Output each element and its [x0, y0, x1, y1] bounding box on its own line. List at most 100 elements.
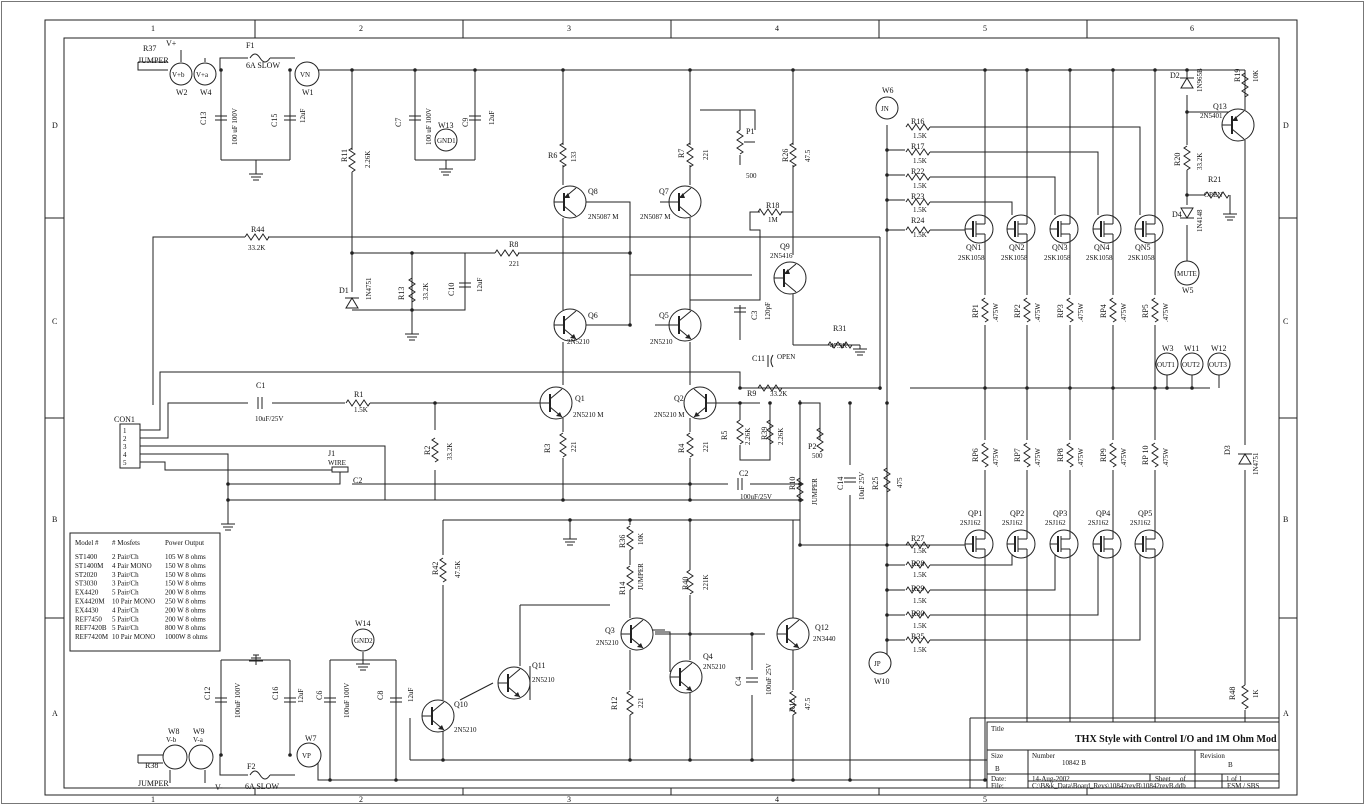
transistor-q5: Q5 2N5210 [650, 308, 702, 346]
svg-text:QP1: QP1 [968, 509, 982, 518]
terminal-w3-out1[interactable]: OUT1 W3 [1155, 344, 1179, 376]
row-label-b-right: B [1283, 515, 1288, 524]
svg-text:V-: V- [215, 783, 223, 792]
mosfet-qn4: QN4 2SK1058 [1086, 214, 1122, 262]
terminal-w14-gnd2[interactable]: GND2 W14 [351, 619, 375, 652]
svg-text:R30: R30 [911, 609, 924, 618]
terminal-w4[interactable]: V+a W4 [193, 62, 217, 97]
resistor-r13: R13 33.2K [397, 277, 430, 303]
svg-text:R35: R35 [911, 632, 924, 641]
svg-text:2SJ162: 2SJ162 [1130, 519, 1151, 527]
row-label-c: C [52, 317, 57, 326]
svg-text:R2: R2 [423, 446, 432, 455]
table-cell: 150 W 8 ohms [165, 562, 206, 570]
svg-text:QN4: QN4 [1094, 243, 1110, 252]
svg-text:W10: W10 [874, 677, 890, 686]
svg-text:V+b: V+b [172, 71, 185, 79]
table-cell: 2 Pair/Ch [112, 553, 139, 561]
table-cell: REF7420B [75, 624, 107, 632]
transistor-q6: Q6 2N5210 [553, 308, 598, 346]
svg-text:JUMPER: JUMPER [138, 56, 169, 65]
svg-text:V+: V+ [166, 39, 177, 48]
svg-text:2N5210: 2N5210 [703, 663, 726, 671]
svg-text:2SJ162: 2SJ162 [1088, 519, 1109, 527]
col-label-2: 2 [359, 24, 363, 33]
svg-text:47.5K: 47.5K [830, 342, 847, 350]
svg-text:100uF/25V: 100uF/25V [740, 493, 772, 501]
svg-text:R23: R23 [911, 192, 924, 201]
svg-text:1.5K: 1.5K [913, 132, 927, 140]
terminal-w10-jp[interactable]: JP W10 [868, 651, 892, 686]
svg-text:F2: F2 [247, 762, 255, 771]
terminal-w2[interactable]: V+b W2 [169, 62, 193, 97]
terminal-w5-mute[interactable]: MUTE W5 [1174, 260, 1200, 295]
svg-text:W2: W2 [176, 88, 188, 97]
svg-text:475: 475 [896, 477, 904, 488]
resistor-r21: R21 OPEN [1204, 175, 1230, 199]
resistor-r6: R6 133 [548, 142, 578, 168]
terminal-w13-gnd1[interactable]: GND1 W13 [434, 121, 458, 152]
svg-text:W12: W12 [1211, 344, 1227, 353]
cap-c15: C15 12uF [270, 109, 307, 128]
col-label-4-bottom: 4 [775, 795, 779, 804]
svg-text:47.5K: 47.5K [454, 561, 462, 578]
svg-text:2SK1058: 2SK1058 [1086, 254, 1113, 262]
svg-text:2: 2 [123, 435, 127, 443]
svg-text:6A SLOW: 6A SLOW [245, 782, 279, 791]
svg-text:Q8: Q8 [588, 187, 598, 196]
terminal-w6-jn[interactable]: JN W6 [875, 86, 899, 120]
svg-text:R8: R8 [509, 240, 518, 249]
svg-text:W3: W3 [1162, 344, 1174, 353]
resistor-r9: R9 33.2K [747, 384, 787, 398]
svg-text:R3: R3 [543, 444, 552, 453]
svg-text:CON1: CON1 [114, 415, 135, 424]
resistor-rp9: RP9.475W [1099, 442, 1128, 468]
svg-text:R12: R12 [610, 697, 619, 710]
svg-text:1K: 1K [1252, 689, 1260, 698]
connector-con1[interactable]: CON1 1 2 3 4 5 [114, 415, 141, 469]
svg-text:1.5K: 1.5K [354, 406, 368, 414]
svg-text:W6: W6 [882, 86, 894, 95]
ground-symbol [1222, 209, 1238, 221]
row-label-a-right: A [1283, 709, 1289, 718]
drawn-by: ESM / SBS [1227, 782, 1259, 790]
terminal-w8[interactable]: W8 V-b [162, 727, 188, 770]
fuse-f2: F2 6A SLOW [245, 762, 279, 791]
drawing-number: 10842 B [1062, 759, 1086, 767]
svg-text:33.2K: 33.2K [1196, 153, 1204, 170]
ground-symbol [220, 519, 236, 531]
terminal-w7-vp[interactable]: VP W7 [296, 734, 322, 768]
terminal-w9[interactable]: W9 V-a [188, 727, 214, 770]
svg-text:OUT1: OUT1 [1157, 361, 1175, 369]
table-cell: 5 Pair/Ch [112, 589, 139, 597]
svg-text:33.2K: 33.2K [770, 390, 787, 398]
svg-text:OPEN: OPEN [777, 353, 795, 361]
cap-c1: C1 10uF/25V [255, 381, 283, 423]
svg-text:.475W: .475W [1162, 448, 1170, 467]
table-cell: 105 W 8 ohms [165, 553, 206, 561]
svg-text:2N5210 M: 2N5210 M [573, 411, 604, 419]
resistor-r4: R4 221 [677, 432, 710, 458]
resistor-rp8: RP8.475W [1056, 442, 1085, 468]
svg-text:R36: R36 [618, 535, 627, 548]
pot-p1: P1 500 [736, 127, 757, 180]
svg-text:R25: R25 [871, 477, 880, 490]
svg-text:R10: R10 [788, 477, 797, 490]
svg-text:R4: R4 [677, 444, 686, 453]
resistor-rp6: RP6.475W [971, 442, 1000, 468]
svg-text:2SK1058: 2SK1058 [958, 254, 985, 262]
svg-text:2N5210 M: 2N5210 M [654, 411, 685, 419]
svg-text:1N4148: 1N4148 [1196, 209, 1204, 232]
svg-text:10K: 10K [637, 533, 645, 545]
terminal-w1-vn[interactable]: VN W1 [294, 61, 320, 97]
